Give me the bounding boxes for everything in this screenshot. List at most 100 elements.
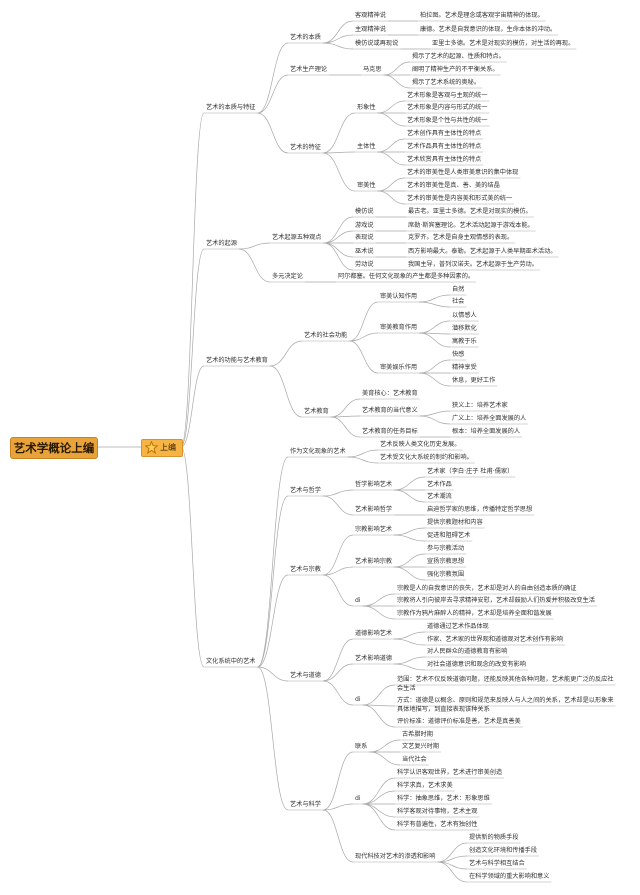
- mindmap-node-b4e1c[interactable]: 当代社会: [402, 756, 427, 763]
- mindmap-node-b1b1[interactable]: 马克思: [363, 66, 382, 73]
- mindmap-node-b2a4[interactable]: 巫术说: [355, 248, 374, 255]
- mindmap-node-b4d3b2[interactable]: 具体地描写，到直接表现该种关系: [397, 706, 490, 713]
- mindmap-node-b4e1b[interactable]: 文艺复兴时期: [402, 743, 440, 750]
- mindmap-node-b1a2[interactable]: 主观精神说: [355, 26, 386, 33]
- mindmap-node-b3a3a[interactable]: 快感: [452, 351, 465, 358]
- mindmap-node-b2a2v[interactable]: 席勒·斯宾塞理论。艺术活动起源于游戏本能。: [408, 222, 534, 229]
- mindmap-node-b4c3a[interactable]: 宗教是人的自我意识的丧失，艺术却是对人的自由创造本质的确证: [397, 585, 577, 592]
- mindmap-node-b4d1b[interactable]: 作家、艺术家的世界观和道德观对艺术创作有影响: [427, 636, 564, 643]
- mindmap-node-b4e2[interactable]: di: [355, 795, 361, 802]
- mindmap-node-b4e2c[interactable]: 科学：抽象思维，艺术：形象思维: [397, 795, 490, 802]
- mindmap-node-b4c2c[interactable]: 强化宗教氛围: [427, 571, 465, 578]
- mindmap-node-b1a3v[interactable]: 亚里士多德。艺术是对现实的模仿，对生活的再现。: [432, 40, 575, 47]
- mindmap-node-b4b1b[interactable]: 艺术作品: [427, 481, 452, 488]
- mindmap-node-b4e2b[interactable]: 科学求真，艺术求美: [397, 782, 453, 789]
- mindmap-node-b2a4v[interactable]: 西方影响最大。泰勒。艺术起源于人类早期巫术活动。: [408, 248, 557, 255]
- mindmap-node-b4e2d[interactable]: 科学客观对待事物，艺术主观: [397, 808, 478, 815]
- mindmap-node-b3a[interactable]: 艺术的社会功能: [304, 332, 348, 339]
- mindmap-node-b4b[interactable]: 艺术与哲学: [290, 487, 321, 494]
- mindmap-node-b1a1[interactable]: 客观精神说: [355, 12, 386, 19]
- mindmap-node-b2a3v[interactable]: 克罗齐。艺术是自身主观情感的表现。: [408, 234, 514, 241]
- mindmap-node-b4e1[interactable]: 联系: [355, 743, 368, 750]
- mindmap-node-b2b[interactable]: 多元决定论: [272, 273, 303, 280]
- mindmap-node-b3a2a[interactable]: 以情感人: [452, 312, 477, 319]
- mindmap-node-b4d1[interactable]: 道德影响艺术: [355, 630, 393, 637]
- mindmap-node-b1c3a[interactable]: 艺术的审美性是人类审美意识的集中体现: [407, 169, 519, 176]
- mindmap-node-b1a3[interactable]: 模仿说或再现说: [355, 40, 399, 47]
- mindmap-node-b4a1[interactable]: 艺术反映人类文化历史发展。: [380, 441, 461, 448]
- mindmap-node-b1c3c[interactable]: 艺术的审美性是内容美和形式美的统一: [407, 195, 513, 202]
- mindmap-node-b4[interactable]: 文化系统中的艺术: [206, 658, 256, 665]
- mindmap-node-b3a2b[interactable]: 潜移默化: [452, 325, 477, 332]
- mindmap-node-b4e2a[interactable]: 科学认识客观世界，艺术进行审美创造: [397, 769, 503, 776]
- mindmap-node-b4d2b[interactable]: 对社会道德意识和观念的改变有影响: [427, 661, 526, 668]
- mindmap-node-b1a1v[interactable]: 柏拉图。艺术是理念或客观宇宙精神的体现。: [420, 12, 544, 19]
- mindmap-node-b4c3b[interactable]: 宗教将人引向彼岸去寻求精神安慰，艺术却鼓励人们热爱并积极改变生活: [397, 597, 595, 604]
- mindmap-node-b3a1b[interactable]: 社会: [452, 298, 465, 305]
- mindmap-node-b1c3b[interactable]: 艺术的审美性是真、善、美的结晶: [407, 182, 500, 189]
- mindmap-node-b3a3[interactable]: 审美娱乐作用: [380, 364, 418, 371]
- mindmap-node-b1c2a[interactable]: 艺术创作具有主体性的特点: [407, 130, 482, 137]
- mindmap-node-b4c1a[interactable]: 提供宗教题材和内容: [427, 519, 483, 526]
- mindmap-node-b4c3[interactable]: di: [355, 597, 361, 604]
- mindmap-node-b4e3a[interactable]: 提供新的物质手段: [469, 834, 519, 841]
- mindmap-node-b4d3b1[interactable]: 方式：道德是以概念、原则和规范来反映人与人之间的关系，艺术却是以形象来: [397, 697, 614, 704]
- mindmap-node-b4c1[interactable]: 宗教影响艺术: [355, 526, 393, 533]
- mindmap-node-b4e3[interactable]: 现代科技对艺术的渗透和影响: [355, 853, 436, 860]
- mindmap-node-b4b2a[interactable]: 启迪哲学家的思维，传播特定哲学思想: [427, 506, 533, 513]
- mindmap-node-b4b1a[interactable]: 艺术家（李白·庄子 杜甫·儒家）: [427, 468, 514, 475]
- mindmap-node-b1c2[interactable]: 主体性: [357, 143, 376, 150]
- mindmap-node-b4b2[interactable]: 艺术影响哲学: [355, 506, 393, 513]
- mindmap-node-b2a1[interactable]: 模仿说: [355, 208, 374, 215]
- mindmap-node-b1c1b[interactable]: 艺术形象是内容与形式的统一: [407, 104, 488, 111]
- mindmap-node-b1c[interactable]: 艺术的特征: [290, 144, 321, 151]
- mindmap-node-b4d3a1[interactable]: 范围：艺术不仅反映道德问题，还能反映其他各种问题，艺术能更广泛的反应社: [397, 676, 614, 683]
- mindmap-node-b1c1[interactable]: 形象性: [357, 104, 376, 111]
- mindmap-node-b2a3[interactable]: 表现说: [355, 234, 374, 241]
- mindmap-node-b2a5v[interactable]: 我国主导，普列汉诺夫。艺术起源于生产劳动。: [408, 261, 538, 268]
- mindmap-node-b4d[interactable]: 艺术与道德: [290, 672, 321, 679]
- mindmap-node-b4d3c[interactable]: 评价标准：道德评价标准是善，艺术是真善美: [397, 718, 521, 725]
- mindmap-node-b4e[interactable]: 艺术与科学: [290, 801, 321, 808]
- mindmap-node-b1b[interactable]: 艺术生产理论: [290, 66, 328, 73]
- mindmap-node-b4d2[interactable]: 艺术影响道德: [355, 655, 393, 662]
- mindmap-node-b1c2b[interactable]: 艺术作品具有主体性的特点: [407, 143, 482, 150]
- mindmap-node-b2a1v[interactable]: 最古老。亚里士多德。艺术是对现实的模仿。: [408, 208, 532, 215]
- mindmap-node-b1c3[interactable]: 审美性: [357, 182, 376, 189]
- mindmap-node-b1b1c[interactable]: 揭示了艺术系统的奥秘。: [412, 79, 481, 86]
- mindmap-node-b4e3c[interactable]: 艺术与科学相互结合: [469, 860, 525, 867]
- mindmap-node-b3a3c[interactable]: 休息，更好工作: [452, 377, 496, 384]
- mindmap-node-b1c2c[interactable]: 艺术欣赏具有主体性的特点: [407, 156, 482, 163]
- mindmap-node-b3a1a[interactable]: 自然: [452, 286, 465, 293]
- mindmap-node-b3b3[interactable]: 艺术教育的任务目标: [362, 428, 418, 435]
- mindmap-node-b3a3b[interactable]: 精神享受: [452, 364, 477, 371]
- mindmap-node-b3b2[interactable]: 艺术教育的当代意义: [362, 407, 418, 414]
- mindmap-node-b1b1a[interactable]: 揭示了艺术的起源、性质和特点。: [412, 53, 505, 60]
- mindmap-node-b2a[interactable]: 艺术起源五种观点: [272, 234, 322, 241]
- mindmap-node-b4e2e[interactable]: 科学有普遍性，艺术有独创性: [397, 821, 478, 828]
- mindmap-node-b3b[interactable]: 艺术教育: [304, 408, 329, 415]
- mindmap-node-b2a5[interactable]: 劳动说: [355, 261, 374, 268]
- mindmap-node-b4b1c[interactable]: 艺术潮流: [427, 493, 452, 500]
- mindmap-node-b4c1b[interactable]: 促进和阻碍艺术: [427, 532, 471, 539]
- mindmap-node-b3a1[interactable]: 审美认知作用: [380, 293, 418, 300]
- section-tag[interactable]: 上编: [141, 439, 183, 457]
- mindmap-node-b1c1a[interactable]: 艺术形象是客观与主观的统一: [407, 92, 488, 99]
- mindmap-node-b4d2a[interactable]: 对人民群众的道德教育有影响: [427, 648, 508, 655]
- mindmap-node-b4d3a2[interactable]: 会生活: [397, 685, 416, 692]
- mindmap-node-b4c3c[interactable]: 宗教作为鸦片麻醉人的精神，艺术却是培养全面和谐发展: [397, 610, 552, 617]
- mindmap-node-b4d3[interactable]: di: [355, 696, 361, 703]
- mindmap-node-b3b2a[interactable]: 狭义上：培养艺术家: [452, 402, 508, 409]
- mindmap-node-b2bv[interactable]: 阿尔都塞。任何文化现象的产生都是多种因素的。: [338, 273, 475, 280]
- mindmap-node-b4b1[interactable]: 哲学影响艺术: [355, 481, 393, 488]
- mindmap-node-b4a[interactable]: 作为文化现象的艺术: [290, 448, 346, 455]
- mindmap-node-b4c2[interactable]: 艺术影响宗教: [355, 558, 393, 565]
- mindmap-root[interactable]: 艺术学概论上编: [10, 437, 98, 459]
- mindmap-node-b2a2[interactable]: 游戏说: [355, 222, 374, 229]
- mindmap-node-b1[interactable]: 艺术的本质与特征: [206, 104, 256, 111]
- mindmap-node-b4c2a[interactable]: 参与宗教活动: [427, 545, 465, 552]
- mindmap-node-b4d1a[interactable]: 道德通过艺术作品体现: [427, 623, 489, 630]
- mindmap-node-b1a2v[interactable]: 康德。艺术是自我意识的体现，生命本体的冲动。: [420, 26, 557, 33]
- mindmap-node-b1c1c[interactable]: 艺术形象是个性与共性的统一: [407, 117, 488, 124]
- mindmap-node-b3a2[interactable]: 审美教育作用: [380, 324, 418, 331]
